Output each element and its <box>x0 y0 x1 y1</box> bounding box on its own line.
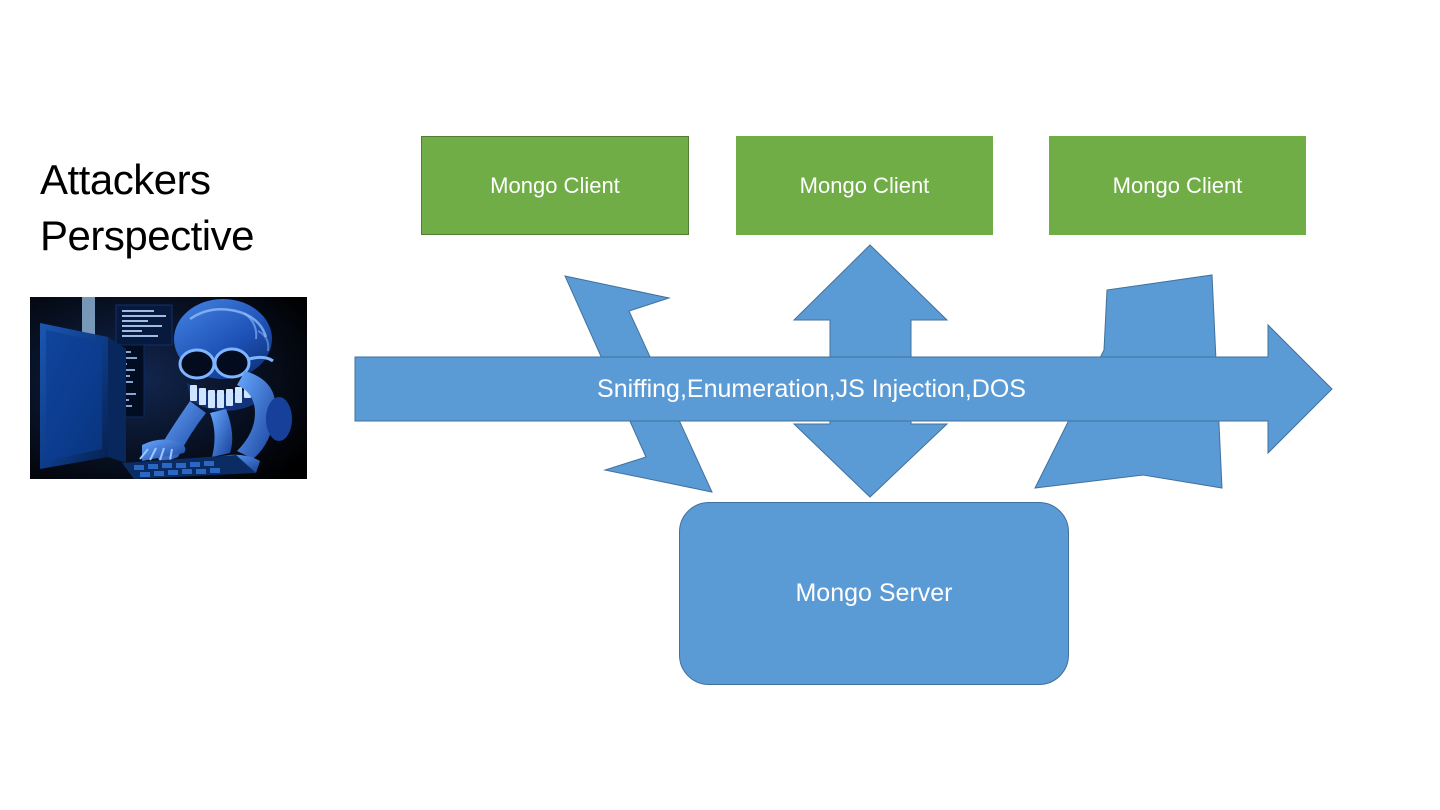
mongo-client-label-1: Mongo Client <box>490 172 620 198</box>
mongo-server-box[interactable]: Mongo Server <box>679 502 1069 685</box>
attack-banner-arrow-icon <box>354 323 1333 455</box>
mongo-server-label: Mongo Server <box>795 579 953 607</box>
mongo-client-label-3: Mongo Client <box>1112 172 1243 198</box>
hacker-illustration <box>30 297 307 479</box>
mongo-client-box-2[interactable]: Mongo Client <box>736 136 993 235</box>
mongo-client-box-1[interactable]: Mongo Client <box>421 136 689 235</box>
mongo-client-box-3[interactable]: Mongo Client <box>1049 136 1306 235</box>
mongo-client-label-2: Mongo Client <box>799 172 930 198</box>
page-title: Attackers Perspective <box>40 156 254 259</box>
